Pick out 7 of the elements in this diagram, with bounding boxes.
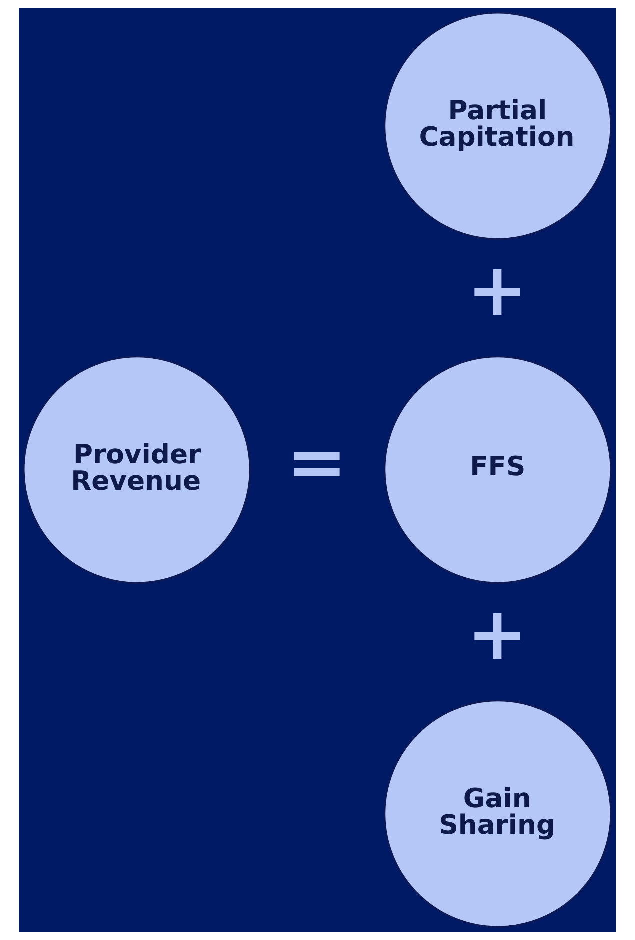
label: = — [286, 420, 348, 505]
node-circle: Partial Capitation — [384, 12, 612, 240]
node-circle: Provider Revenue — [22, 356, 252, 584]
label: + — [467, 249, 528, 333]
label: + — [467, 592, 528, 677]
node-circle: Gain Sharing — [384, 700, 612, 928]
node-circle: FFS — [384, 356, 612, 584]
